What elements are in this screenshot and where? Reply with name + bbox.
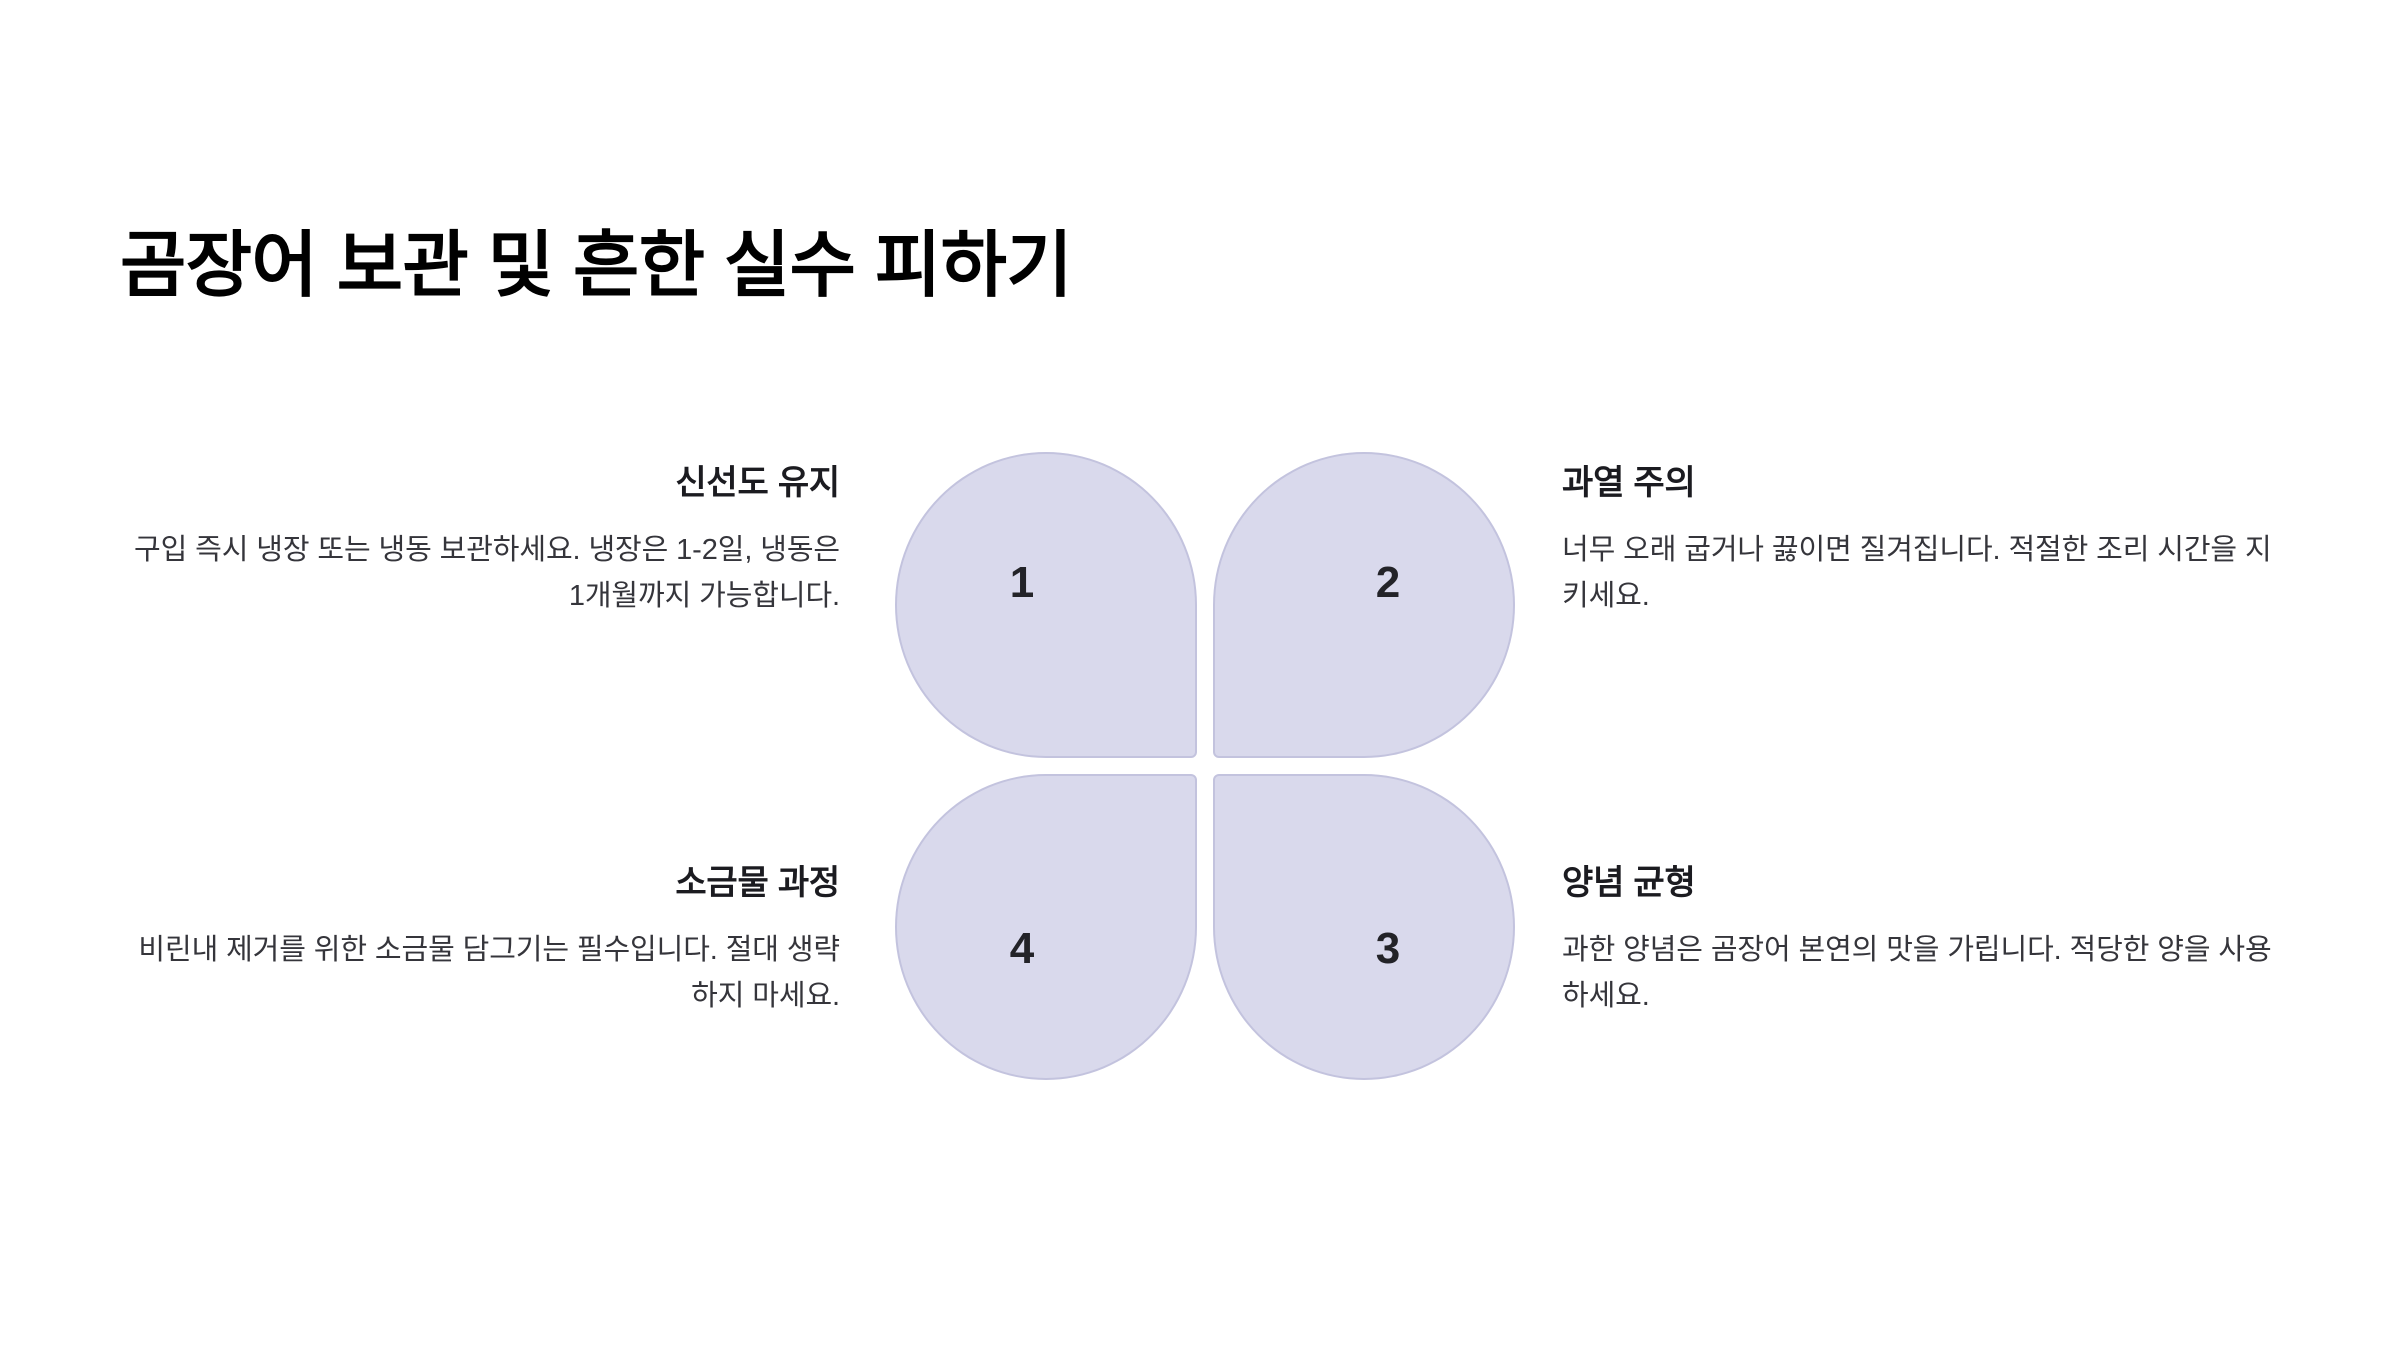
petal-number-1: 1	[1009, 558, 1035, 607]
caption-bottom-left: 소금물 과정 비린내 제거를 위한 소금물 담그기는 필수입니다. 절대 생략하…	[120, 862, 840, 1020]
petal-number-2: 2	[1375, 558, 1401, 607]
caption-body-brine-step: 비린내 제거를 위한 소금물 담그기는 필수입니다. 절대 생략하지 마세요.	[138, 933, 840, 1013]
petal-2[interactable]: 2	[1213, 452, 1515, 758]
caption-body-overcooking: 너무 오래 굽거나 끓이면 질겨집니다. 적절한 조리 시간을 지키세요.	[1562, 533, 2272, 613]
four-petal-diagram: 1 2 4 3	[895, 452, 1515, 1080]
caption-body-fresh-storage: 구입 즉시 냉장 또는 냉동 보관하세요. 냉장은 1-2일, 냉동은 1개월까…	[134, 533, 840, 613]
caption-heading-overcooking: 과열 주의	[1562, 464, 1696, 502]
caption-heading-brine-step: 소금물 과정	[675, 864, 840, 902]
petal-number-3: 3	[1375, 924, 1401, 973]
caption-bottom-right: 양념 균형 과한 양념은 곰장어 본연의 맛을 가립니다. 적당한 양을 사용하…	[1562, 862, 2282, 1020]
caption-heading-seasoning-balance: 양념 균형	[1562, 864, 1696, 902]
petal-number-4: 4	[1009, 924, 1035, 973]
petal-4[interactable]: 4	[895, 774, 1197, 1080]
caption-body-seasoning-balance: 과한 양념은 곰장어 본연의 맛을 가립니다. 적당한 양을 사용하세요.	[1562, 933, 2272, 1013]
petal-3[interactable]: 3	[1213, 774, 1515, 1080]
page-title: 곰장어 보관 및 흔한 실수 피하기	[120, 226, 1073, 307]
caption-top-left: 신선도 유지 구입 즉시 냉장 또는 냉동 보관하세요. 냉장은 1-2일, 냉…	[120, 462, 840, 620]
petal-1[interactable]: 1	[895, 452, 1197, 758]
caption-top-right: 과열 주의 너무 오래 굽거나 끓이면 질겨집니다. 적절한 조리 시간을 지키…	[1562, 462, 2282, 620]
caption-heading-fresh-storage: 신선도 유지	[675, 464, 840, 502]
petal-grid: 1 2 4 3	[895, 452, 1515, 1080]
